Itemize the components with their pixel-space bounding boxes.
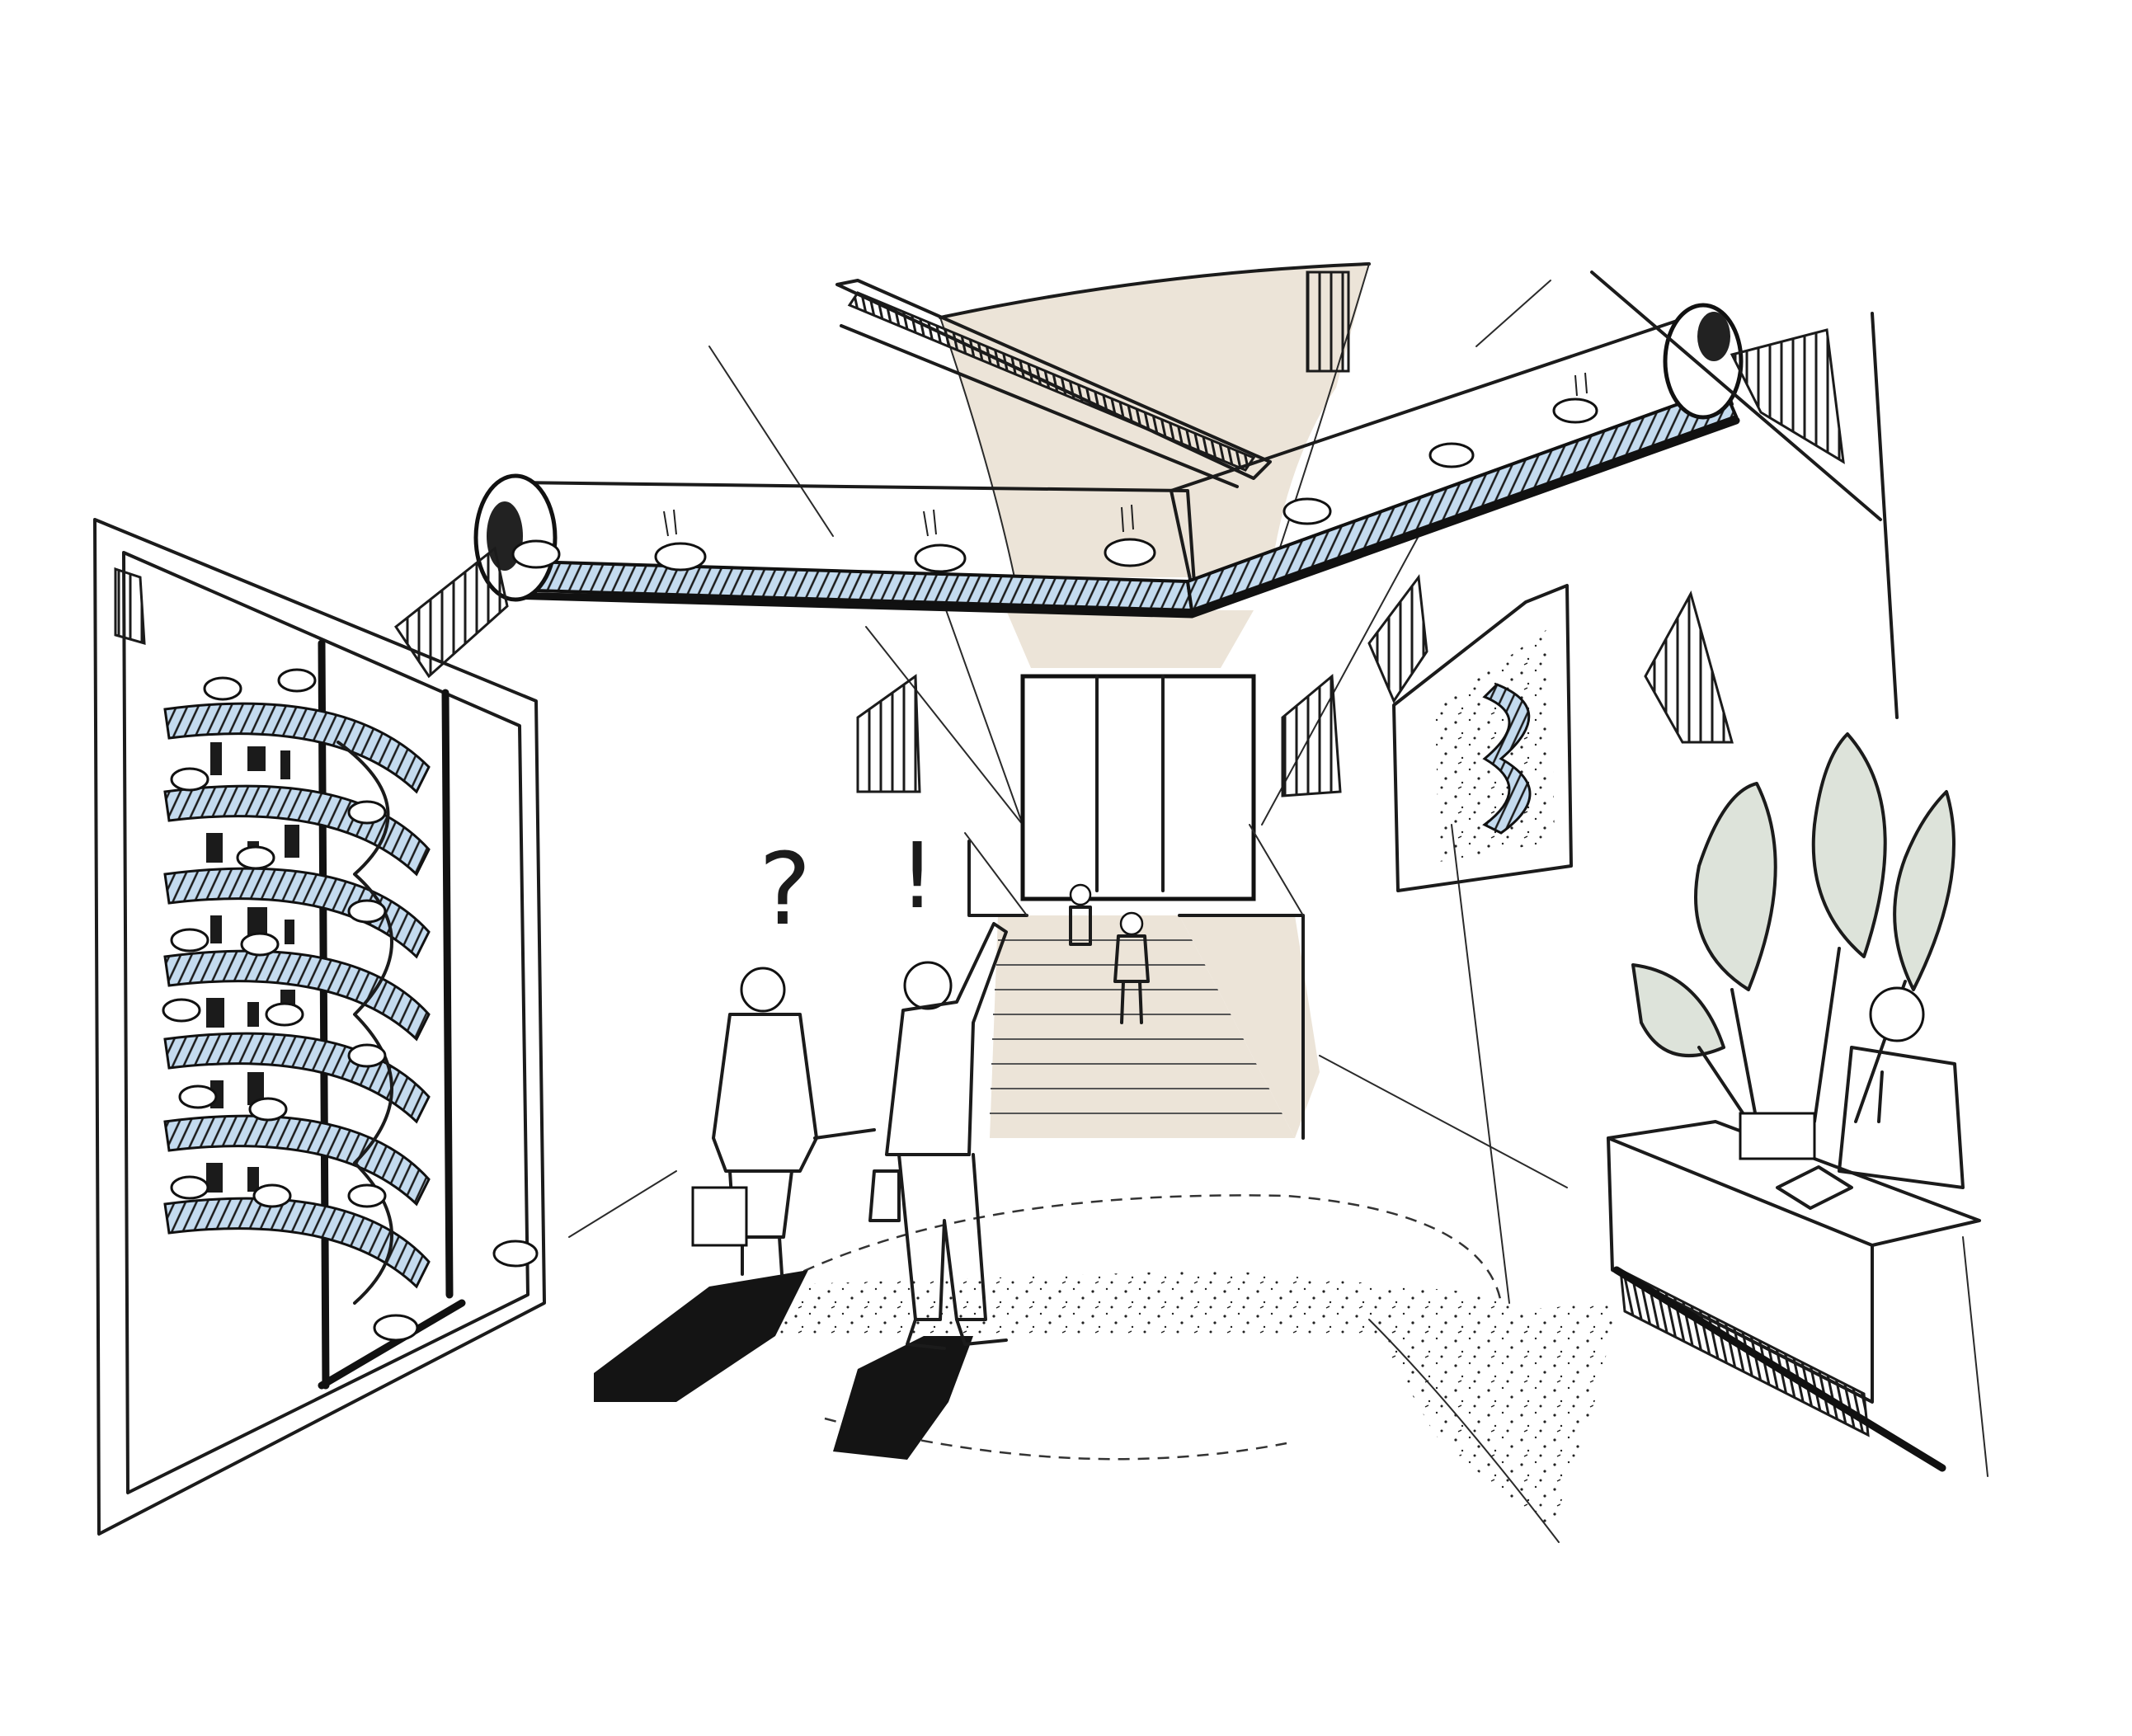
upper-conveyor-back (835, 271, 1350, 488)
customer-pointing (833, 922, 1008, 1460)
spiral-belt (163, 702, 431, 1305)
stair-figures (1069, 883, 1150, 1024)
exclamation-mark-annotation: ! (899, 823, 935, 929)
right-room-edges (1590, 271, 1988, 1477)
customer-left (594, 967, 876, 1402)
potted-plant (1631, 732, 1956, 1123)
question-mark-annotation: ? (759, 833, 812, 948)
bread-loaves-conveyor (511, 398, 1598, 573)
reception-clerk (1838, 986, 1965, 1189)
spiral-bread-display (93, 518, 546, 1536)
back-staircase (964, 674, 1320, 1140)
reception-desk (1607, 1112, 1981, 1472)
support-beams (393, 328, 1845, 797)
right-wall-window (1367, 574, 1573, 892)
